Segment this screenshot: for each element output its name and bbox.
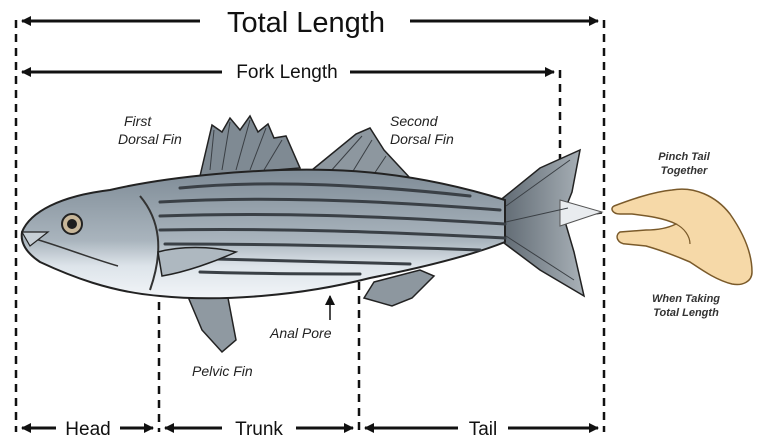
trunk-label: Trunk: [235, 419, 283, 439]
total-length-label: Total Length: [227, 7, 385, 39]
second-dorsal-fin-label-line1: Second: [390, 113, 439, 129]
caudal-fin: [498, 150, 602, 296]
fork-length-measure: Fork Length: [22, 62, 554, 83]
second-dorsal-fin-label-line2: Dorsal Fin: [390, 131, 454, 147]
first-dorsal-fin: [200, 116, 300, 176]
anal-pore-label: Anal Pore: [269, 325, 332, 341]
striped-bass-illustration: [22, 116, 602, 352]
pinching-hand-illustration: [612, 189, 752, 284]
total-length-measure: Total Length: [22, 7, 598, 39]
hand: [612, 189, 752, 284]
tail-label: Tail: [469, 419, 498, 439]
head-label: Head: [65, 419, 110, 439]
hand-note-line4: Total Length: [653, 307, 719, 319]
pelvic-fin: [186, 292, 236, 352]
fork-length-label: Fork Length: [236, 62, 337, 83]
hand-note-line2: Together: [661, 165, 708, 177]
head-measure: Head: [22, 419, 153, 439]
first-dorsal-fin-label-line2: Dorsal Fin: [118, 131, 182, 147]
trunk-measure: Trunk: [165, 419, 353, 439]
hand-note-line3: When Taking: [652, 293, 720, 305]
pelvic-fin-label: Pelvic Fin: [192, 363, 253, 379]
first-dorsal-fin-label-line1: First: [124, 113, 152, 129]
hand-note-line1: Pinch Tail: [658, 151, 710, 163]
tail-measure: Tail: [365, 419, 598, 439]
